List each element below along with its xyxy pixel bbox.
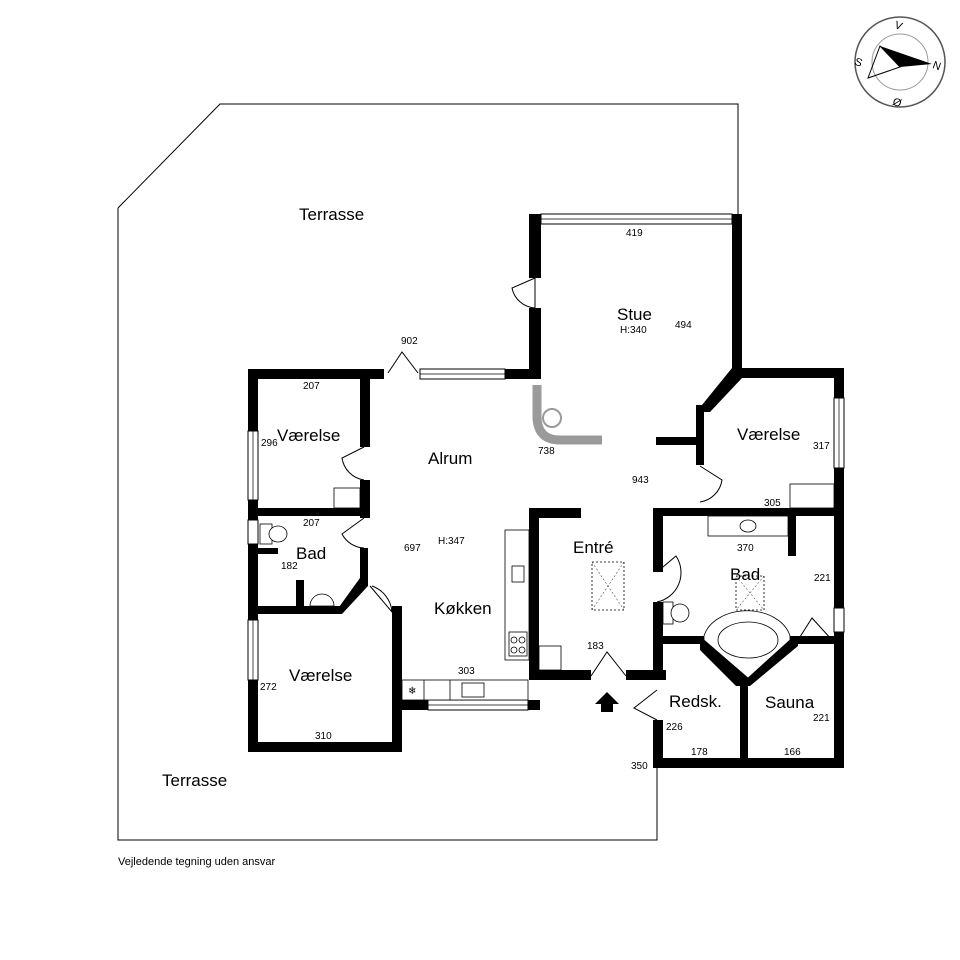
vaerelse-nw-label: Værelse [277, 426, 340, 445]
vaerelse-e-label: Værelse [737, 425, 800, 444]
dim-entre-183: 183 [587, 641, 604, 652]
dim-redsk-226: 226 [666, 722, 683, 733]
dim-sauna-221: 221 [813, 713, 830, 724]
dim-vaerelse-nw-top: 207 [303, 381, 320, 392]
compass-n: N [931, 59, 943, 73]
kokken-label: Køkken [434, 599, 492, 618]
dim-sauna-166: 166 [784, 747, 801, 758]
fixtures: ❄ [259, 385, 835, 701]
dim-697: 697 [404, 543, 421, 554]
dim-redsk-178: 178 [691, 747, 708, 758]
dim-vaerelse-sw-side: 272 [260, 682, 277, 693]
alrum-height: H:347 [438, 536, 465, 547]
sauna-label: Sauna [765, 693, 815, 712]
disclaimer-note: Vejledende tegning uden ansvar [118, 856, 276, 868]
bad-w-label: Bad [296, 544, 326, 563]
dim-vaerelse-sw-bottom: 310 [315, 731, 332, 742]
dim-vaerelse-e-bottom: 305 [764, 498, 781, 509]
dim-vaerelse-e-side: 317 [813, 441, 830, 452]
dim-stue-side: 494 [675, 320, 692, 331]
dim-vaerelse-nw-side: 296 [261, 438, 278, 449]
dim-943: 943 [632, 475, 649, 486]
entre-label: Entré [573, 538, 614, 557]
dim-738: 738 [538, 446, 555, 457]
stue-height: H:340 [620, 325, 647, 336]
svg-text:❄: ❄ [408, 686, 416, 697]
dim-kokken-303: 303 [458, 666, 475, 677]
entrance-arrow-icon [595, 692, 619, 712]
stue-label: Stue [617, 305, 652, 324]
dim-stue-top: 419 [626, 228, 643, 239]
dim-bad-e-370: 370 [737, 543, 754, 554]
windows [247, 213, 845, 711]
compass-s: S [853, 56, 864, 70]
dim-bad-e-221: 221 [814, 573, 831, 584]
bad-e-label: Bad [730, 565, 760, 584]
redsk-label: Redsk. [669, 692, 722, 711]
compass-rose-icon: V N Ø S [853, 16, 946, 110]
dim-bad-w-top: 207 [303, 518, 320, 529]
vaerelse-sw-label: Værelse [289, 666, 352, 685]
compass-v: V [893, 19, 905, 33]
doors [341, 277, 833, 721]
dim-bad-w-side: 182 [281, 561, 298, 572]
terrasse-label-top: Terrasse [299, 205, 364, 224]
dim-902: 902 [401, 336, 418, 347]
terrace-outline [117, 103, 739, 841]
dim-outer-350: 350 [631, 761, 648, 772]
alrum-label: Alrum [428, 449, 472, 468]
terrasse-label-bottom: Terrasse [162, 771, 227, 790]
